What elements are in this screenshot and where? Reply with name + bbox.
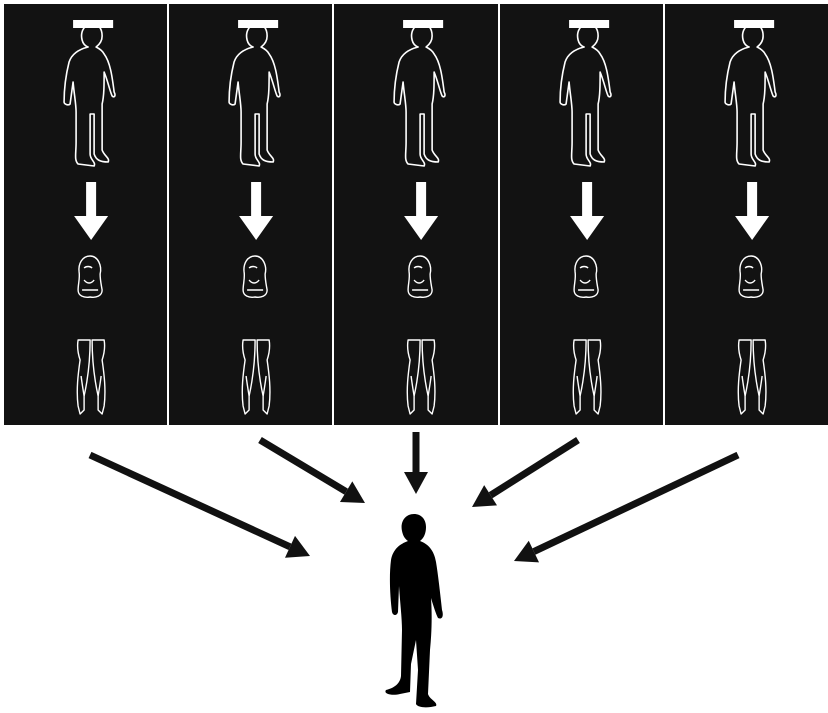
down-arrow-icon: [734, 182, 769, 240]
converging-arrow-1: [88, 451, 310, 558]
female-legs-outline-icon: [406, 339, 437, 415]
panel-3: [334, 4, 498, 425]
panel-graphics: [724, 20, 777, 415]
standing-man-outline-icon: [558, 23, 612, 167]
female-head-outline-icon: [573, 255, 599, 298]
female-head-outline-icon: [407, 255, 434, 298]
female-legs-outline-icon: [241, 339, 271, 415]
standing-man-outline-icon: [724, 23, 777, 167]
converging-arrow-4: [472, 437, 580, 507]
panel-graphics: [558, 20, 612, 415]
eye-bar-icon: [403, 20, 444, 28]
female-legs-outline-icon: [76, 339, 106, 415]
female-legs-outline-icon: [572, 339, 602, 415]
eye-bar-icon: [733, 20, 774, 28]
panel-graphics: [393, 20, 447, 415]
panel-row: [4, 4, 828, 425]
standing-man-outline-icon: [228, 23, 281, 167]
down-arrow-icon: [74, 182, 109, 240]
panel-2: [169, 4, 333, 425]
converging-arrow-5: [514, 451, 740, 563]
eye-bar-icon: [568, 20, 609, 28]
panel-5: [664, 4, 828, 425]
converging-arrow-2: [258, 436, 365, 503]
panel-4: [499, 4, 663, 425]
female-head-outline-icon: [738, 255, 764, 298]
down-arrow-icon: [404, 182, 439, 240]
panel-graphics: [63, 20, 116, 415]
standing-man-outline-icon: [63, 23, 116, 167]
eye-bar-icon: [73, 20, 114, 28]
standing-man-outline-icon: [393, 23, 447, 167]
converging-arrow-3: [404, 432, 428, 494]
down-arrow-icon: [239, 182, 274, 240]
down-arrow-icon: [569, 182, 604, 240]
man-silhouette-icon: [385, 514, 443, 708]
female-head-outline-icon: [77, 255, 103, 298]
panel-graphics: [228, 20, 281, 415]
eye-bar-icon: [238, 20, 279, 28]
female-head-outline-icon: [242, 255, 269, 298]
female-legs-outline-icon: [737, 339, 767, 415]
panel-1: [4, 4, 168, 425]
